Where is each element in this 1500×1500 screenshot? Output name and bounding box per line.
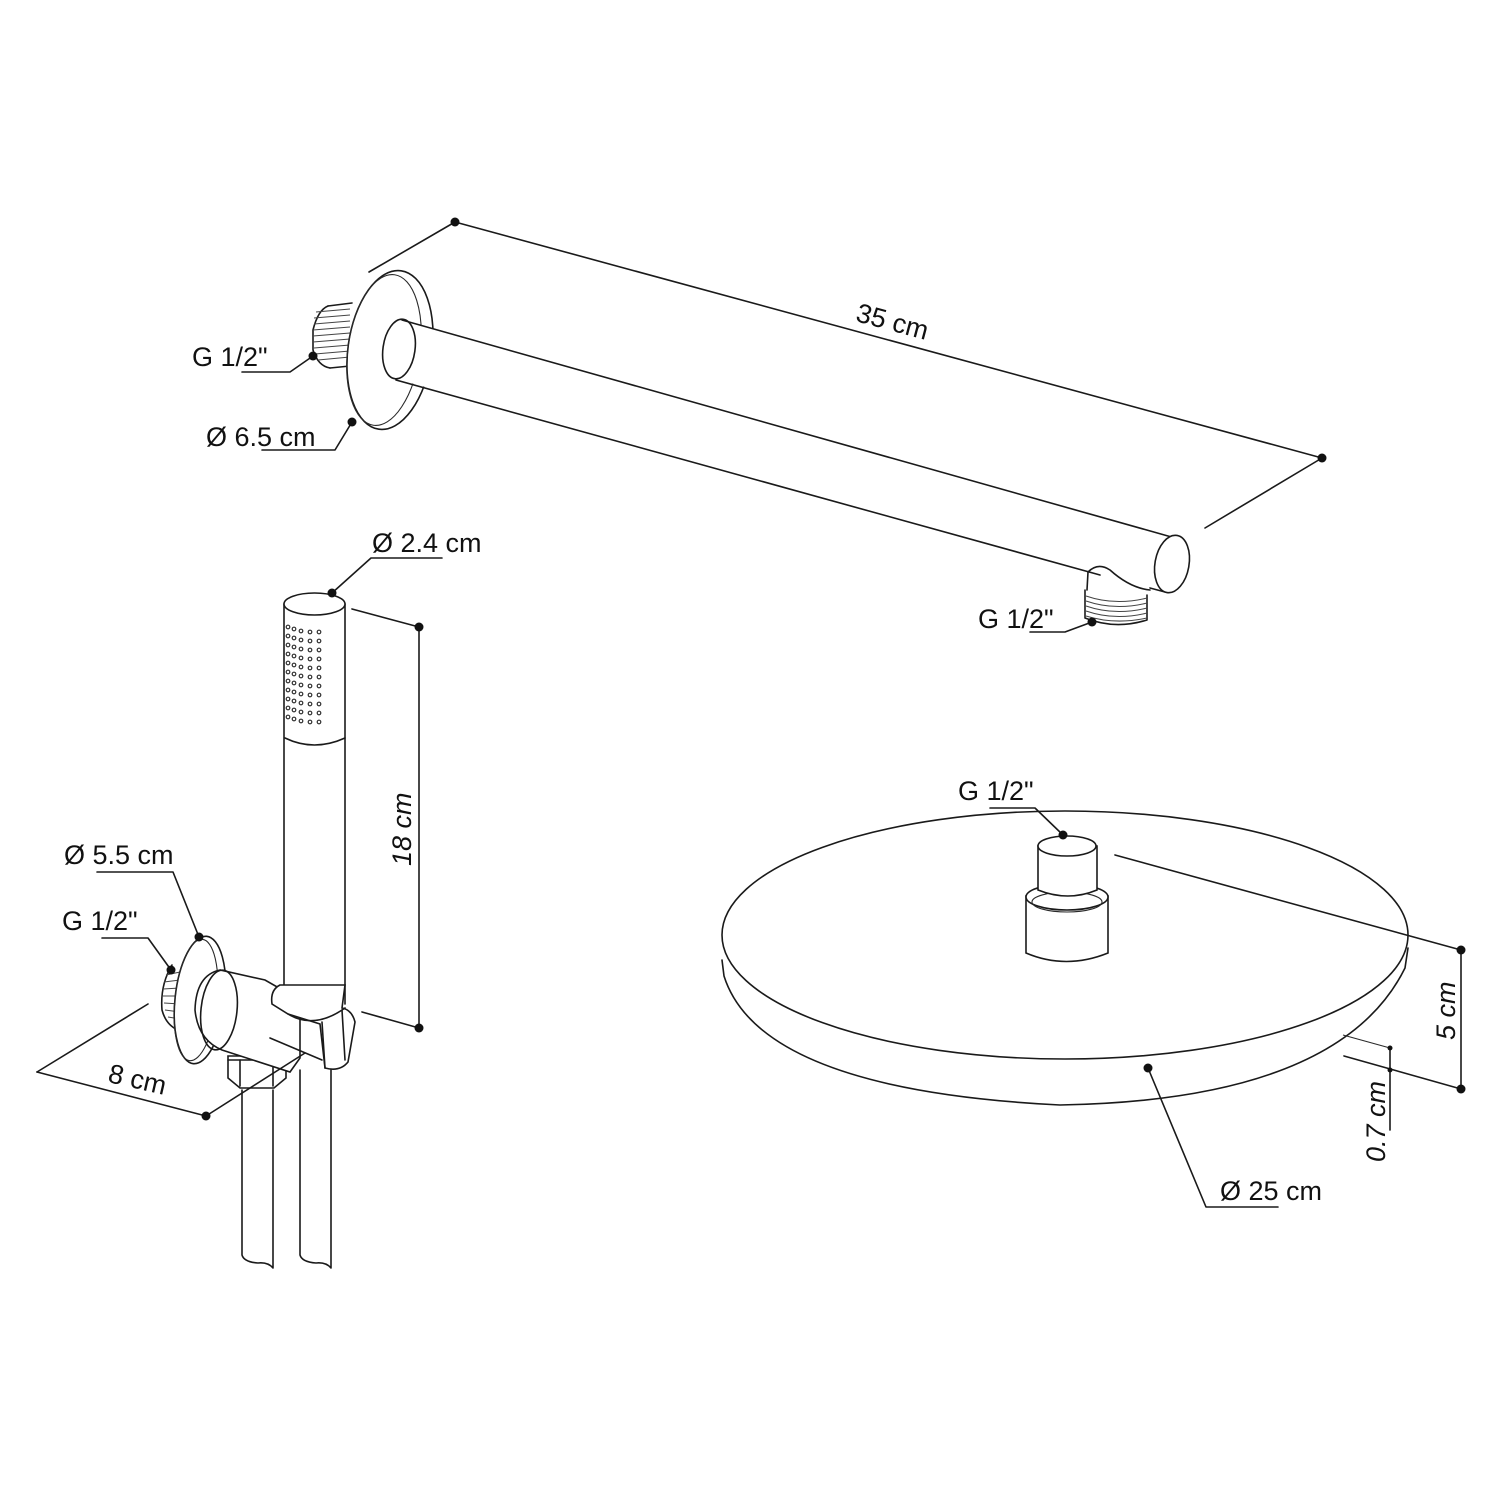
shower-arm-tube [381,318,1191,594]
shower-head-thread-label: G 1/2" [958,776,1034,806]
shower-arm-flange-diameter-label: Ø 6.5 cm [206,422,316,452]
rain-shower-head: G 1/2" 5 cm 0.7 cm Ø 25 cm [721,776,1466,1208]
hand-shower: 18 cm Ø 2.4 cm [241,528,482,1269]
bracket-flange-diameter-label: Ø 5.5 cm [64,840,174,870]
shower-arm-wall-thread [312,302,353,369]
shower-head-connector [1025,835,1109,963]
shower-arm-wall-thread-label: G 1/2" [192,342,268,372]
shower-arm-outlet-thread-label: G 1/2" [978,604,1054,634]
shower-head-thread-callout [989,807,1068,840]
shower-arm-length-label: 35 cm [853,298,932,346]
bracket-thread-callout [101,937,176,975]
bracket-holder-clip [269,984,356,1070]
shower-arm-wall-thread-callout [241,351,318,373]
shower-arm-outlet-thread [1084,565,1151,626]
wall-outlet-bracket: 8 cm Ø 5.5 cm G 1/2" [36,840,356,1121]
shower-arm-length-dimension [368,217,1327,529]
plate-thickness-label: 0.7 cm [1361,1081,1391,1162]
shower-head-diameter-callout [1143,1063,1279,1208]
shower-arm-outlet-thread-callout [1029,617,1097,633]
plate-thickness-dimension [1342,1034,1393,1131]
hand-shower-length-label: 18 cm [387,792,417,866]
spray-holes [285,624,322,725]
hand-shower-length-dimension [351,608,424,1033]
bracket-depth-dimension [36,1003,306,1121]
hand-shower-diameter-callout [327,557,443,598]
shower-head-height-label: 5 cm [1431,981,1461,1040]
hand-shower-diameter-label: Ø 2.4 cm [372,528,482,558]
bracket-flange-callout [96,871,204,942]
shower-head-height-dimension [1114,854,1466,1094]
hose-pair [241,1069,332,1269]
shower-arm-flange-callout [261,417,357,451]
bracket-thread [160,964,179,1031]
shower-head-diameter-label: Ø 25 cm [1220,1176,1322,1206]
bracket-depth-label: 8 cm [106,1058,170,1100]
bracket-thread-label: G 1/2" [62,906,138,936]
shower-arm: 35 cm G 1/2" Ø 6.5 cm G 1/2" [192,217,1327,634]
